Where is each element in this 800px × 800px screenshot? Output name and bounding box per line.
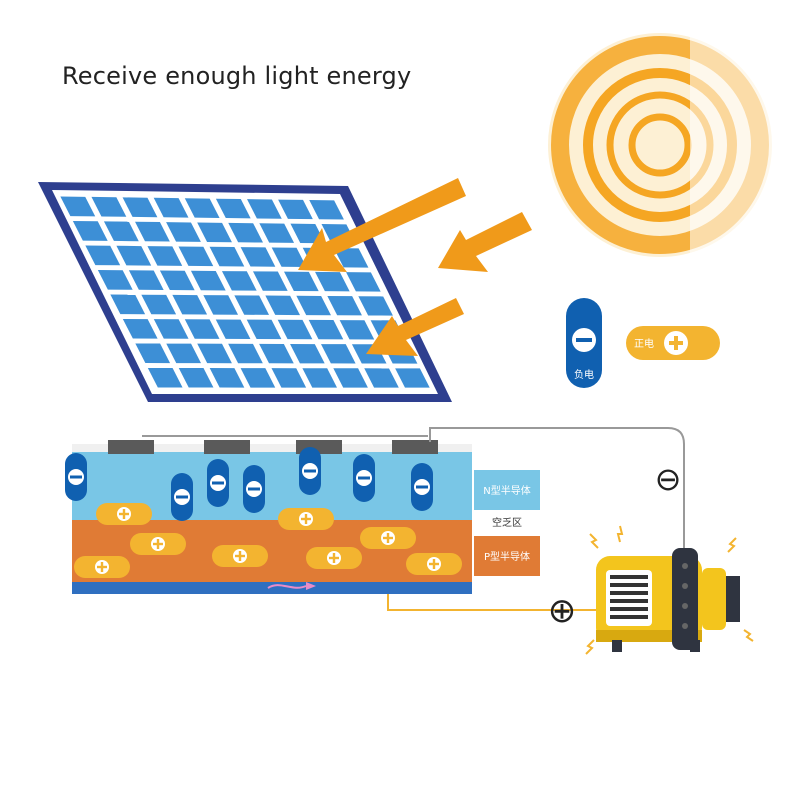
panel-cell — [228, 222, 263, 243]
panel-cell — [278, 199, 313, 220]
panel-cell — [85, 245, 121, 266]
panel-cell — [333, 368, 368, 388]
panel-cell — [110, 294, 146, 315]
panel-cell — [228, 343, 263, 364]
panel-cell — [116, 245, 152, 266]
panel-cell — [395, 368, 430, 388]
positive-terminal-icon: ⊕ — [548, 591, 577, 631]
panel-cell — [259, 343, 294, 364]
panel-cell — [60, 196, 96, 217]
panel-cell — [333, 248, 369, 268]
panel-cell — [358, 296, 393, 316]
negative-charge-legend: 负电 — [566, 298, 602, 388]
panel-cell — [240, 368, 276, 388]
panel-cell — [252, 271, 288, 291]
panel-cell — [265, 295, 301, 316]
panel-cell — [302, 368, 338, 388]
panel-cell — [135, 221, 170, 242]
panel-cell — [147, 367, 183, 388]
panel-cell — [135, 343, 171, 364]
panel-cell — [103, 221, 139, 242]
panel-cell — [234, 295, 270, 315]
panel-cell — [327, 295, 362, 316]
panel-cell — [122, 318, 158, 339]
panel-cell — [72, 220, 108, 241]
panel-cell — [190, 270, 226, 291]
panel-cell — [209, 246, 245, 267]
motor-icon — [585, 525, 754, 655]
panel-cell — [184, 198, 220, 218]
panel-cell — [221, 271, 257, 291]
panel-cell — [153, 197, 189, 218]
panel-cell — [271, 247, 307, 268]
panel-cell — [284, 271, 319, 292]
p-type-label: P型半导体 — [484, 550, 530, 563]
sun-icon — [548, 30, 800, 280]
panel-cell — [290, 343, 325, 364]
positive-charge-legend: 正电 — [626, 326, 720, 360]
panel-cell — [246, 319, 282, 340]
panel-cell — [346, 272, 381, 292]
panel-cell — [364, 368, 399, 388]
panel-cell — [147, 246, 183, 266]
circuit-wires — [387, 427, 685, 611]
panel-cell — [339, 320, 375, 340]
panel-cell — [259, 223, 295, 243]
panel-cell — [309, 200, 344, 220]
panel-cell — [209, 368, 245, 388]
panel-cell — [197, 343, 232, 364]
panel-cell — [308, 319, 344, 340]
n-type-label: N型半导体 — [483, 484, 530, 497]
panel-cell — [247, 199, 282, 219]
panel-cell — [128, 270, 164, 290]
light-arrow-icon — [298, 178, 532, 356]
panel-cell — [215, 319, 251, 340]
panel-cell — [91, 196, 127, 217]
layer-labels: N型半导体 空乏区 P型半导体 — [474, 470, 540, 576]
panel-cell — [122, 197, 158, 218]
panel-cell — [197, 222, 232, 243]
positive-charge-label: 正电 — [634, 337, 654, 350]
panel-cell — [166, 343, 201, 364]
panel-cell — [172, 294, 208, 315]
panel-cell — [153, 319, 189, 339]
panel-cell — [178, 246, 214, 267]
panel-cell — [166, 222, 201, 242]
panel-cell — [320, 344, 356, 364]
negative-charge-label: 负电 — [574, 368, 594, 381]
panel-cell — [315, 271, 350, 292]
panel-cell — [141, 294, 177, 315]
negative-terminal-icon: ⊖ — [655, 460, 682, 498]
panel-cell — [178, 368, 214, 388]
panel-cell — [277, 319, 313, 340]
diagram-title: Receive enough light energy — [62, 62, 412, 90]
panel-cell — [159, 270, 195, 291]
panel-cell — [271, 368, 307, 388]
panel-cell — [203, 295, 239, 315]
panel-cell — [97, 269, 133, 290]
panel-cell — [215, 198, 251, 219]
depletion-label: 空乏区 — [492, 516, 522, 529]
panel-cell — [240, 247, 276, 267]
panel-cell — [184, 319, 220, 339]
panel-cell — [296, 295, 331, 316]
